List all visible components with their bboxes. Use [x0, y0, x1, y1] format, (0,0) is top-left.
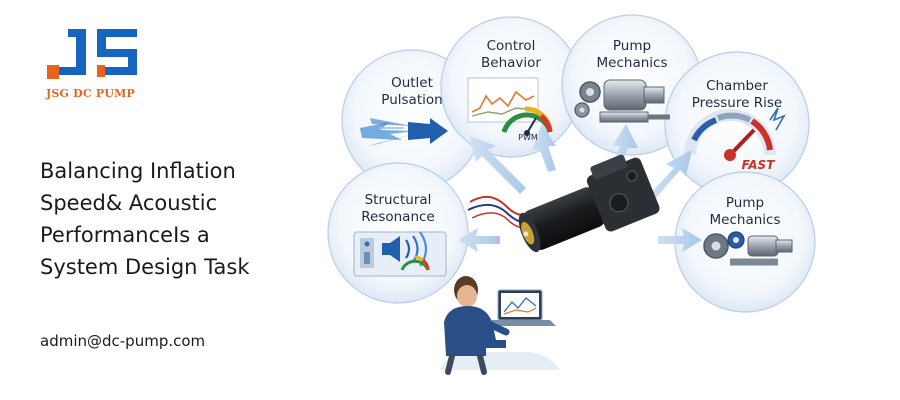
pump-system-diagram: Outlet Pulsation Control Behavior PWM Pu… — [320, 0, 900, 400]
gears-shaft-icon — [574, 79, 670, 123]
headline-line: Balancing Inflation — [40, 159, 236, 183]
pressure-gauge-icon — [684, 107, 786, 161]
jsg-logo-icon — [47, 29, 137, 79]
brand-name: JSG DC PUMP — [46, 87, 136, 100]
headline-line: Speed& Acoustic — [40, 191, 218, 215]
pwm-label: PWM — [518, 133, 538, 142]
engineer-laptop-icon — [440, 276, 560, 375]
label-pump-mechanics-top: Pump Mechanics — [596, 38, 668, 71]
flow-arrows-icon — [360, 118, 448, 146]
headline: Balancing Inflation Speed& Acoustic Perf… — [40, 155, 300, 283]
headline-line: System Design Task — [40, 255, 250, 279]
pwm-gauge-icon — [467, 77, 553, 136]
fast-label: FAST — [741, 158, 775, 172]
speaker-panel-icon — [353, 231, 447, 277]
label-chamber-pressure: Chamber Pressure Rise — [691, 78, 783, 111]
label-control-behavior: Control Behavior — [481, 38, 541, 71]
headline-line: PerformanceIs a — [40, 223, 210, 247]
arrows — [458, 124, 702, 252]
gears-shaft-icon — [703, 231, 793, 266]
dc-pump-motor-icon — [467, 154, 660, 253]
label-outlet-pulsation: Outlet Pulsation — [381, 75, 443, 108]
label-pump-mechanics-right: Pump Mechanics — [709, 195, 781, 228]
contact-email[interactable]: admin@dc-pump.com — [40, 332, 206, 350]
label-structural-resonance: Structural Resonance — [361, 192, 435, 225]
